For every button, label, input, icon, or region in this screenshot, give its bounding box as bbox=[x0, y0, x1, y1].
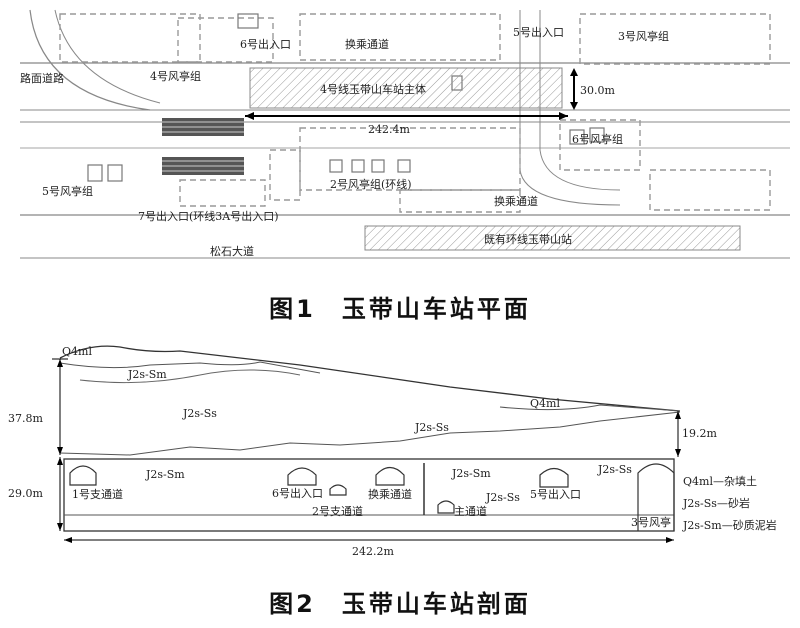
label-j2s-ss-mid: J2s-Ss bbox=[414, 421, 449, 434]
sm-layer-boundary bbox=[79, 369, 301, 384]
label-exit5: 5号出入口 bbox=[513, 25, 564, 39]
label-main-passage: 主通道 bbox=[454, 504, 487, 518]
dim-2422 bbox=[64, 537, 674, 543]
label-j2s-ss-low: J2s-Ss bbox=[485, 491, 520, 504]
label-exit6: 6号出入口 bbox=[272, 486, 323, 500]
label-length: 242.2m bbox=[352, 545, 394, 558]
label-ring-station: 既有环线玉带山站 bbox=[484, 232, 572, 246]
legend-desc-sandstone: —砂岩 bbox=[717, 496, 750, 510]
legend-desc-mudstone: —砂质泥岩 bbox=[722, 518, 777, 532]
legend-desc-fill: —杂填土 bbox=[713, 474, 757, 488]
label-vent2: 2号风亭组(环线) bbox=[330, 177, 412, 191]
label-height-290: 29.0m bbox=[8, 487, 43, 500]
label-transfer: 换乘通道 bbox=[368, 487, 412, 501]
svg-text:J2s-Sm—砂质泥岩: J2s-Sm—砂质泥岩 bbox=[682, 518, 777, 532]
figure1-caption: 图1 玉带山车站平面 bbox=[0, 289, 800, 324]
label-width: 30.0m bbox=[580, 84, 615, 97]
figure1-caption-number: 图1 bbox=[269, 295, 316, 323]
label-vent5: 5号风亭组 bbox=[42, 184, 93, 198]
ground-surface bbox=[59, 345, 681, 412]
label-j2s-ss-right: J2s-Ss bbox=[597, 463, 632, 476]
label-height-378: 37.8m bbox=[8, 412, 43, 425]
vent-block-lower bbox=[162, 157, 244, 175]
dim-192 bbox=[675, 411, 681, 457]
geology-legend: Q4ml—杂填土 J2s-Ss—砂岩 J2s-Sm—砂质泥岩 bbox=[682, 474, 777, 532]
station-plan-drawing: 6号出入口 换乘通道 5号出入口 3号风亭组 路面道路 4号风亭组 4号线玉带山… bbox=[20, 9, 790, 259]
label-vent3: 3号风亭 bbox=[631, 515, 671, 529]
label-exit7: 7号出入口(环线3A号出入口) bbox=[138, 209, 279, 223]
label-vent3: 3号风亭组 bbox=[618, 29, 669, 43]
label-main-body: 4号线玉带山车站主体 bbox=[320, 82, 426, 96]
figure2-caption: 图2 玉带山车站剖面 bbox=[0, 584, 800, 619]
legend-symbol-mudstone: J2s-Sm bbox=[682, 519, 722, 532]
figure1-caption-title: 玉带山车站平面 bbox=[341, 295, 531, 323]
label-transfer-bottom: 换乘通道 bbox=[494, 194, 538, 208]
label-transfer-top: 换乘通道 bbox=[345, 37, 389, 51]
dashed-structures bbox=[59, 13, 771, 213]
label-length: 242.4m bbox=[368, 123, 410, 136]
road-lines bbox=[20, 9, 790, 259]
station-plan-figure: 6号出入口 换乘通道 5号出入口 3号风亭组 路面道路 4号风亭组 4号线玉带山… bbox=[0, 0, 800, 278]
label-exit5: 5号出入口 bbox=[530, 487, 581, 501]
rock-interface bbox=[59, 411, 681, 456]
label-q4-right: Q4ml bbox=[530, 397, 560, 410]
label-j2s-ss-left: J2s-Ss bbox=[182, 407, 217, 420]
label-vent6: 6号风亭组 bbox=[572, 132, 623, 146]
figure2-caption-title: 玉带山车站剖面 bbox=[341, 590, 531, 618]
label-j2s-sm-mid-left: J2s-Sm bbox=[145, 468, 185, 481]
station-main-body bbox=[249, 67, 563, 109]
label-j2s-sm-mid-right: J2s-Sm bbox=[451, 467, 491, 480]
small-buildings bbox=[87, 13, 605, 182]
label-branch1: 1号支通道 bbox=[72, 487, 123, 501]
width-dimension bbox=[570, 68, 578, 110]
station-section-figure: Q4ml J2s-Sm 37.8m J2s-Ss J2s-Ss Q4ml 19.… bbox=[0, 335, 800, 570]
label-branch2: 2号支通道 bbox=[312, 504, 363, 518]
figure2-caption-number: 图2 bbox=[269, 590, 316, 618]
dim-290 bbox=[57, 457, 63, 531]
svg-text:Q4ml—杂填土: Q4ml—杂填土 bbox=[683, 474, 757, 488]
dim-378 bbox=[52, 358, 68, 455]
vent4-block bbox=[162, 118, 244, 136]
length-dimension bbox=[245, 112, 568, 120]
label-height-192: 19.2m bbox=[682, 427, 717, 440]
label-vent4: 4号风亭组 bbox=[150, 69, 201, 83]
right-fill-boundary bbox=[499, 404, 681, 412]
tunnels bbox=[69, 463, 675, 531]
label-exit6: 6号出入口 bbox=[240, 37, 291, 51]
svg-text:J2s-Ss—砂岩: J2s-Ss—砂岩 bbox=[682, 496, 750, 510]
label-q4-left: Q4ml bbox=[62, 345, 92, 358]
label-road: 路面道路 bbox=[20, 71, 64, 85]
label-avenue: 松石大道 bbox=[210, 244, 254, 258]
fill-layer-boundary bbox=[59, 361, 321, 374]
label-j2s-sm-top: J2s-Sm bbox=[127, 368, 167, 381]
ring-station-body bbox=[364, 225, 741, 251]
legend-symbol-fill: Q4ml bbox=[683, 475, 713, 488]
station-section-drawing: Q4ml J2s-Sm 37.8m J2s-Ss J2s-Ss Q4ml 19.… bbox=[8, 345, 777, 558]
legend-symbol-sandstone: J2s-Ss bbox=[682, 497, 717, 510]
